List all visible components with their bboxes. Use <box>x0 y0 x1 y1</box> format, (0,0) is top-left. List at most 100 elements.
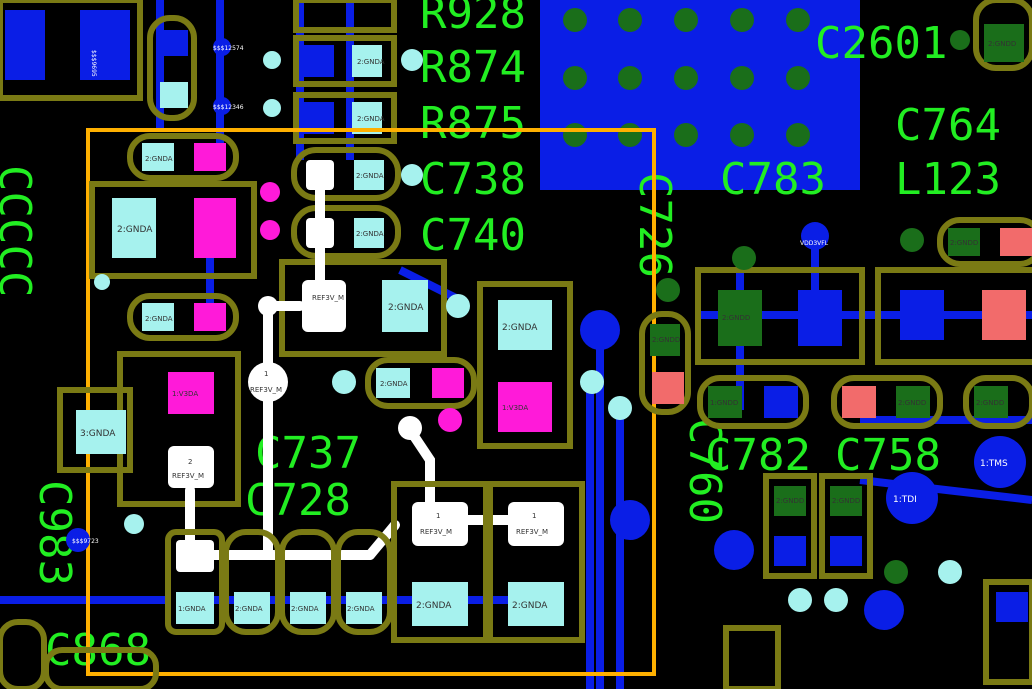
silk-r874: R874 <box>420 42 526 93</box>
gndd-pad <box>948 228 980 256</box>
v3da-pad <box>194 198 236 258</box>
ref-via <box>398 416 422 440</box>
gndd-pad <box>774 486 806 516</box>
component-outline <box>127 293 239 341</box>
via <box>950 30 970 50</box>
via <box>732 246 756 270</box>
via <box>446 294 470 318</box>
component-outline <box>0 619 47 689</box>
component-outline <box>335 529 393 635</box>
pad-label: 2:GNDA <box>145 155 173 163</box>
gnd-pad <box>498 300 552 350</box>
gnd-pad <box>160 82 188 108</box>
via <box>714 530 754 570</box>
component-outline <box>937 217 1032 267</box>
via <box>401 49 423 71</box>
pad-label: 2:GNDA <box>357 115 385 123</box>
via <box>864 590 904 630</box>
via <box>438 408 462 432</box>
net-label: $$$9695 <box>90 50 97 77</box>
pad-label: 2:GNDD <box>722 314 750 322</box>
v3da-pad <box>194 303 226 331</box>
via <box>608 396 632 420</box>
pad-label: 3:GNDA <box>80 429 116 439</box>
gnd-pad <box>508 582 564 626</box>
gnd-pad <box>346 592 382 624</box>
component-outline <box>43 647 159 689</box>
pad-label: REF3V_M <box>312 294 344 302</box>
silk-c783: C783 <box>720 154 826 205</box>
net-label: VDD3VFL <box>800 240 829 247</box>
pad-label: 2:GNDA <box>356 230 384 238</box>
gnd-pad <box>176 592 214 624</box>
pad-label: REF3V_M <box>420 528 452 536</box>
component-outline <box>477 281 573 449</box>
copper-pad <box>798 290 842 346</box>
pad-label: 2:GNDD <box>988 40 1016 48</box>
copper-pad <box>996 592 1028 622</box>
via <box>263 99 281 117</box>
pad-label: 1:GNDD <box>710 399 738 407</box>
gnd-pad <box>142 303 174 331</box>
component-outline <box>57 387 133 473</box>
pad-label: 2:GNDA <box>356 172 384 180</box>
silk-c782: C782 <box>705 430 811 481</box>
gndd-pad <box>984 24 1024 62</box>
via <box>401 164 423 186</box>
copper-pad <box>774 536 806 566</box>
salmon-pad <box>982 290 1026 340</box>
pad-label: 1:V3DA <box>502 404 528 412</box>
silk-c738: C738 <box>420 154 526 205</box>
component-outline <box>127 133 239 181</box>
ref-pad <box>168 446 214 488</box>
v3da-pad <box>432 368 464 398</box>
ref-pad <box>412 502 468 546</box>
silk-c758: C758 <box>835 430 941 481</box>
test-point <box>974 436 1026 488</box>
gndd-pad <box>974 386 1008 418</box>
pad-label: 1 <box>532 512 536 520</box>
gnd-pad <box>376 368 410 398</box>
pad-label: REF3V_M <box>250 386 282 394</box>
copper-pour <box>540 0 860 190</box>
silk-r875: R875 <box>420 98 526 149</box>
silk-c760: C760 <box>679 418 730 524</box>
gnd-pad <box>290 592 326 624</box>
net-label: $$$12574 <box>213 45 244 52</box>
gnd-pad <box>76 410 126 454</box>
component-outline <box>639 311 691 415</box>
ref-via <box>248 362 288 402</box>
copper-pad <box>900 290 944 340</box>
via <box>213 38 231 56</box>
gnd-pad <box>112 198 156 258</box>
via <box>610 500 650 540</box>
test-point <box>886 472 938 524</box>
component-outline <box>763 473 817 579</box>
ref-pad <box>508 502 564 546</box>
pad-label: 1 <box>436 512 440 520</box>
component-outline <box>819 473 873 579</box>
via <box>580 310 620 350</box>
pad-label: 1:GNDA <box>178 605 206 613</box>
via <box>580 370 604 394</box>
pad-label: 2:GNDA <box>388 303 424 313</box>
net-label: $$$9723 <box>72 538 99 545</box>
silk-c2601: C2601 <box>815 18 947 69</box>
pad-label: 2:GNDA <box>235 605 263 613</box>
pad-label: 2:GNDA <box>357 58 385 66</box>
pad-label: 2:GNDA <box>502 323 538 333</box>
pad-label: 2:GNDA <box>416 601 452 611</box>
via <box>260 182 280 202</box>
salmon-pad <box>652 372 684 404</box>
pad-label: 2:GNDA <box>347 605 375 613</box>
gnd-pad <box>354 160 384 190</box>
component-outline <box>875 267 1032 365</box>
component-outline <box>291 205 401 259</box>
via <box>656 278 680 302</box>
component-outline <box>697 375 809 429</box>
pad-label: 2:GNDA <box>145 315 173 323</box>
gndd-pad <box>896 386 930 418</box>
component-outline <box>723 625 781 689</box>
pad-label: 2:GNDD <box>950 239 978 247</box>
